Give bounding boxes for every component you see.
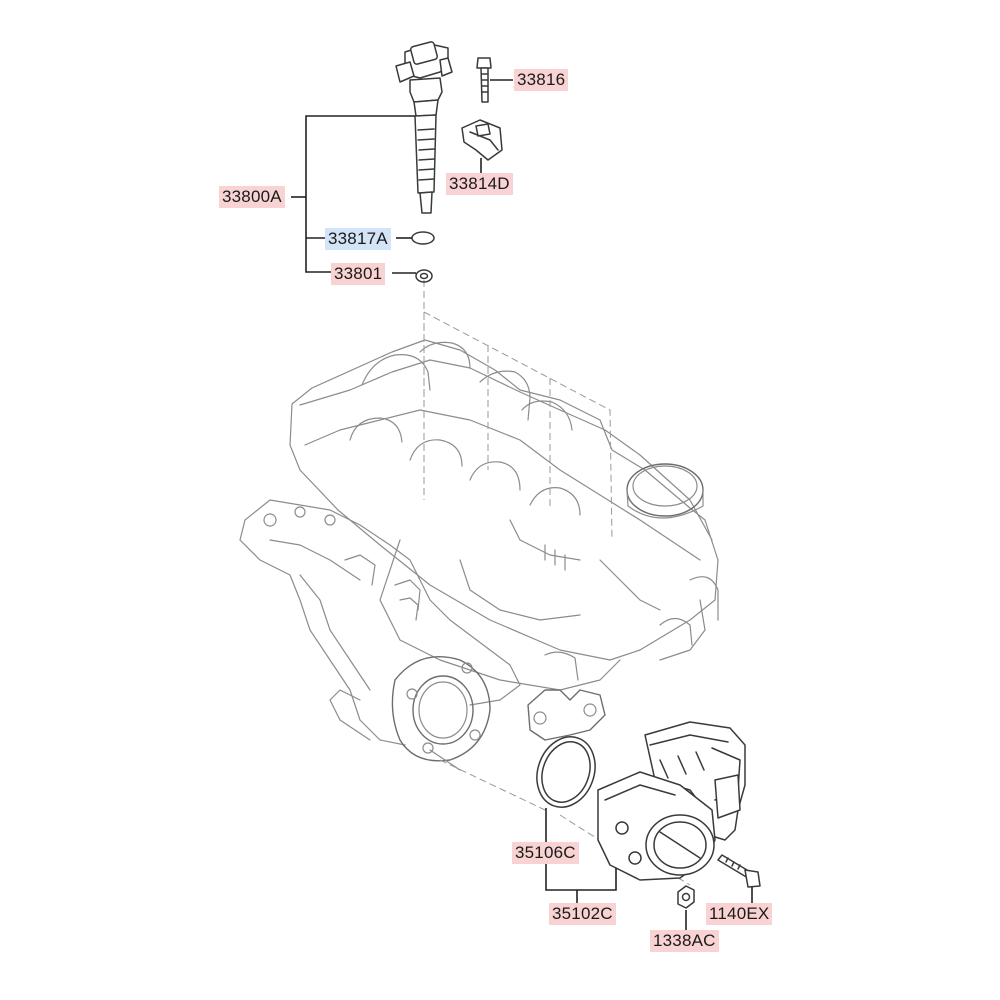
label-33816[interactable]: 33816 xyxy=(514,69,569,91)
label-1338ac[interactable]: 1338AC xyxy=(650,930,719,952)
fuel-injector[interactable] xyxy=(395,41,453,214)
engine-cylinder-head xyxy=(289,339,719,691)
alignment-lines xyxy=(423,280,691,886)
label-1140ex[interactable]: 1140EX xyxy=(706,903,773,925)
gasket-35106c[interactable] xyxy=(527,729,604,816)
bolt-33816[interactable] xyxy=(476,57,492,103)
clamp-33814d[interactable] xyxy=(461,119,503,161)
intake-manifold xyxy=(239,499,606,771)
label-33801[interactable]: 33801 xyxy=(331,263,386,285)
washer-33801[interactable] xyxy=(415,269,433,283)
bolt-1140ex[interactable] xyxy=(717,854,761,888)
label-33817a[interactable]: 33817A xyxy=(325,228,391,250)
label-35106c[interactable]: 35106C xyxy=(512,842,579,864)
label-33800a[interactable]: 33800A xyxy=(219,186,285,208)
nut-1338ac[interactable] xyxy=(677,885,695,909)
label-33814d[interactable]: 33814D xyxy=(446,173,513,195)
throttle-body-35102c[interactable] xyxy=(597,721,746,881)
label-35102c[interactable]: 35102C xyxy=(549,903,616,925)
o-ring-33817a[interactable] xyxy=(411,231,435,245)
